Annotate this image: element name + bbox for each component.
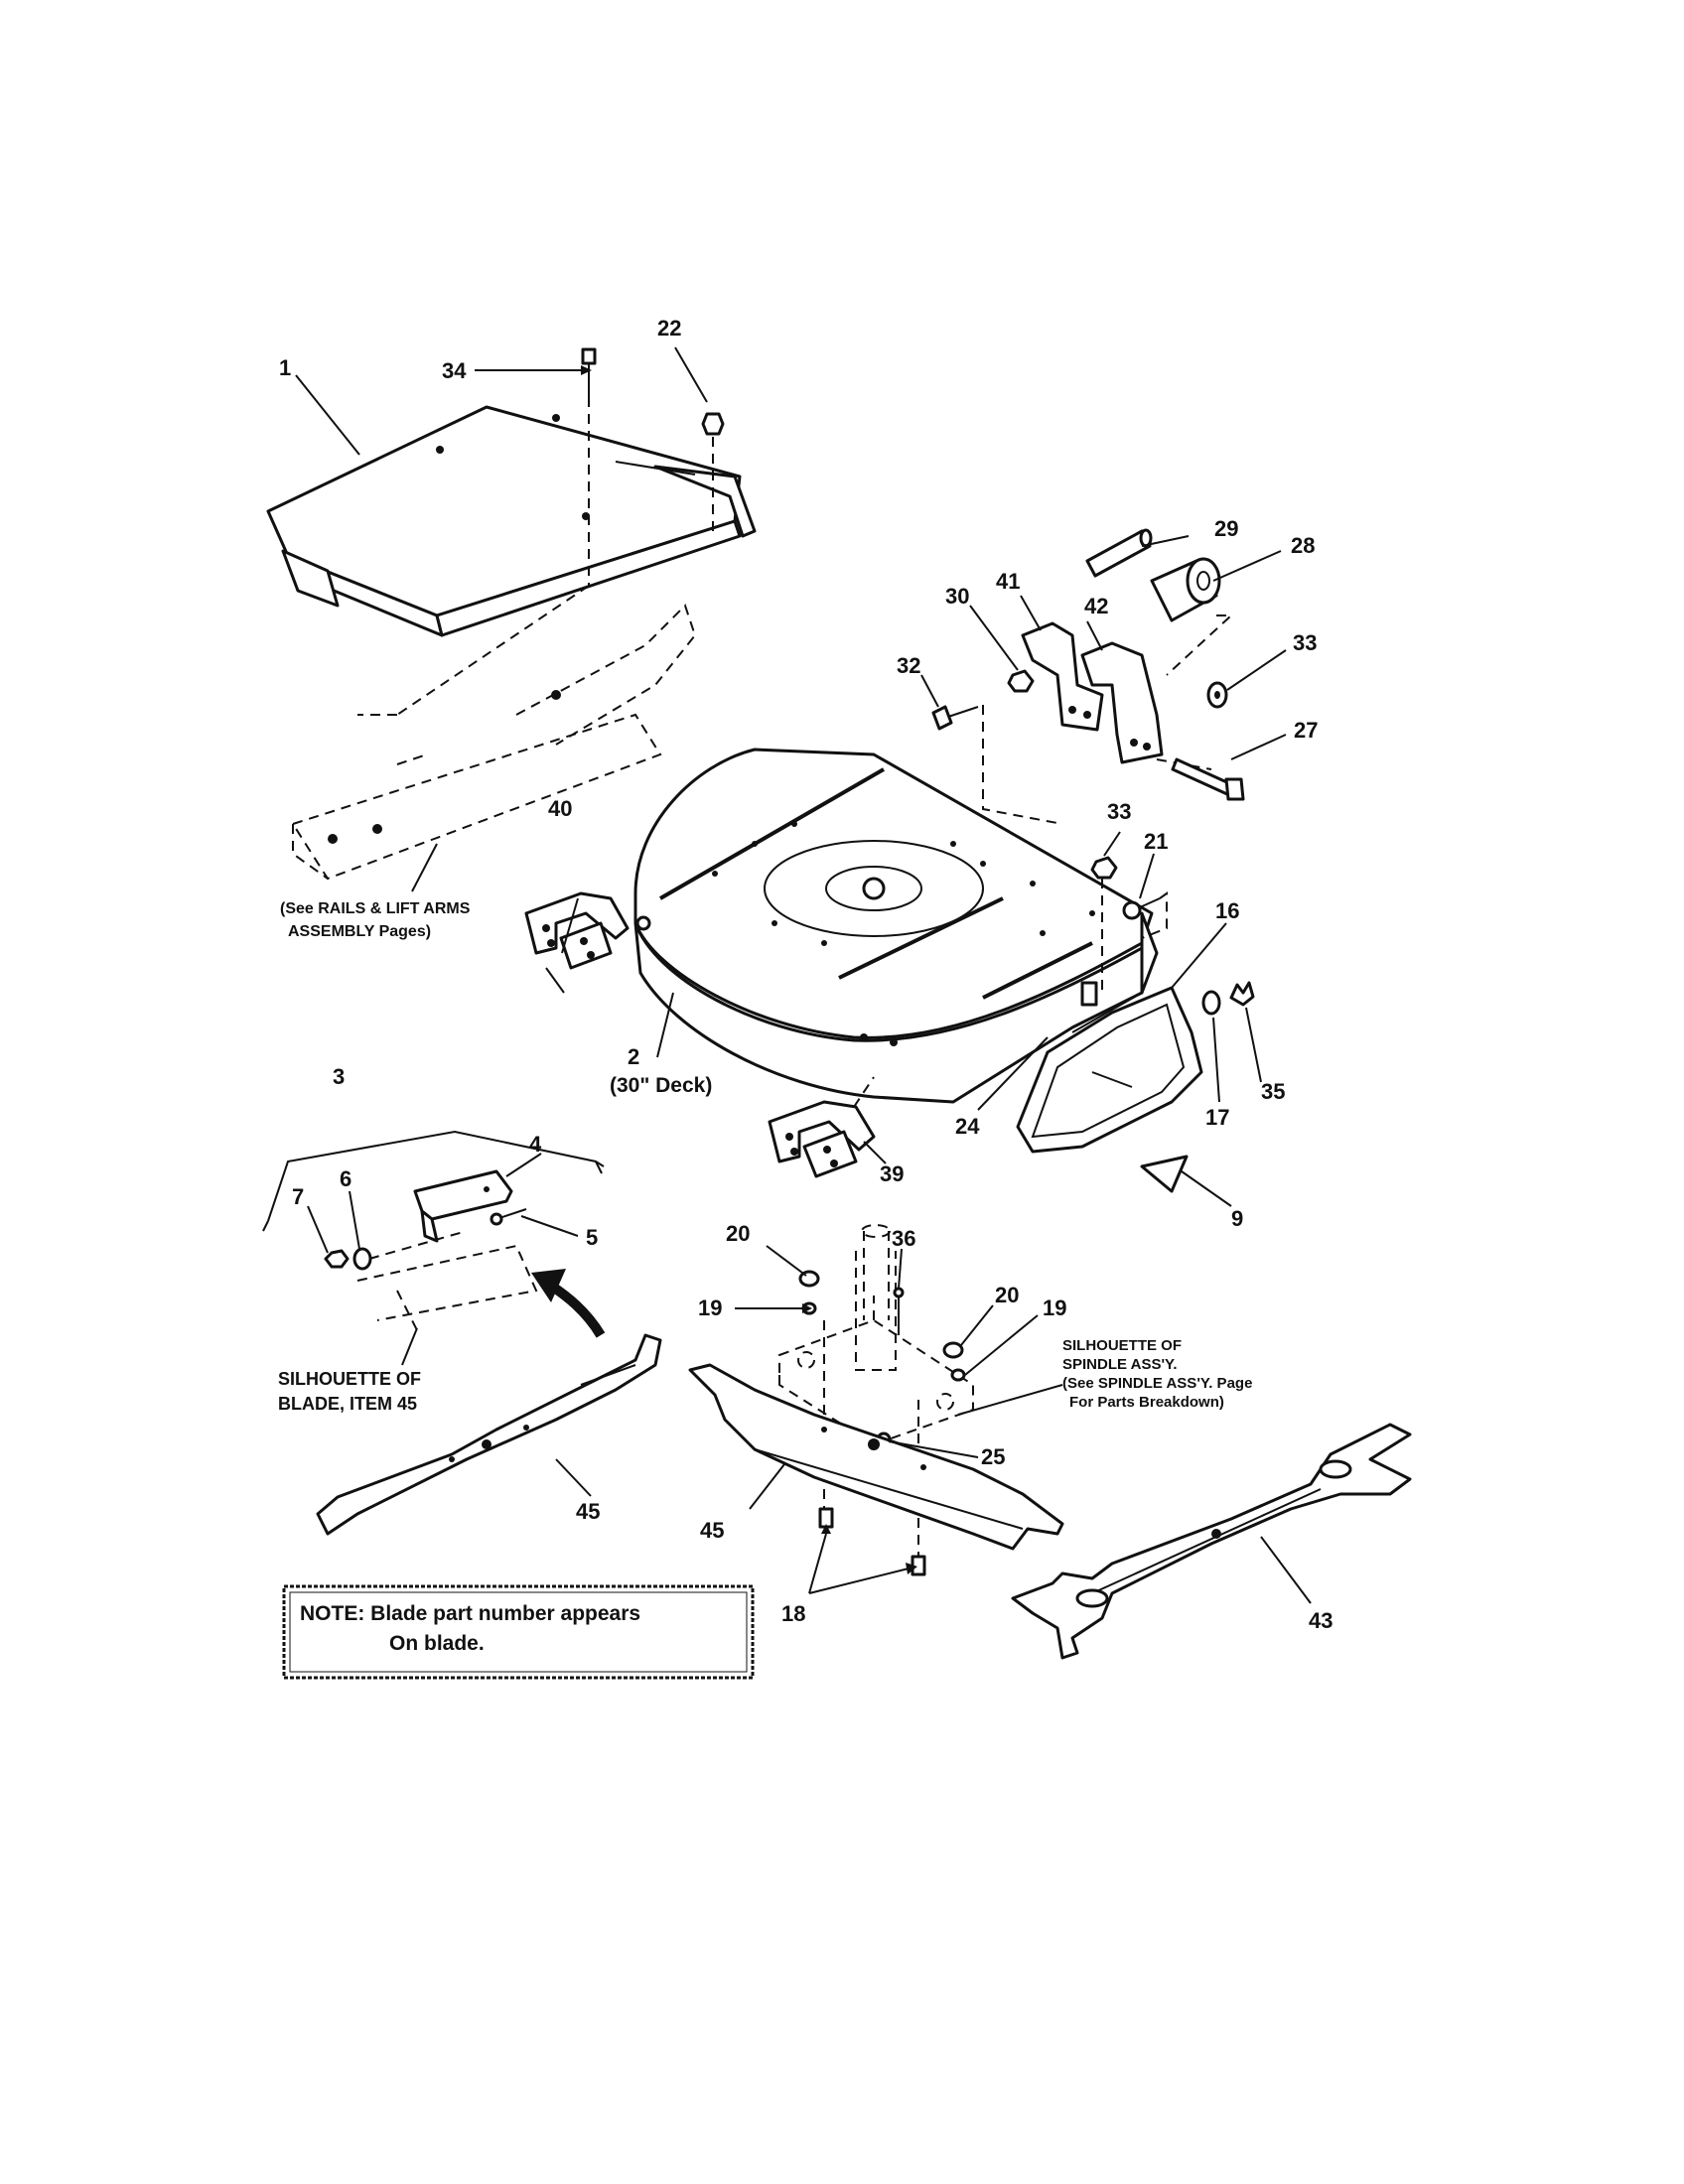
blade-45-silhouette bbox=[316, 1333, 662, 1536]
washer-6 bbox=[352, 1247, 372, 1271]
spindle-silhouette-line4: For Parts Breakdown) bbox=[1069, 1394, 1224, 1411]
blade-silhouette-line2: BLADE, ITEM 45 bbox=[278, 1394, 417, 1414]
callout-19-right: 19 bbox=[1043, 1296, 1066, 1320]
bolt-27 bbox=[1171, 757, 1245, 801]
blade-note-box: NOTE: Blade part number appears On blade… bbox=[282, 1584, 755, 1680]
mower-deck-housing bbox=[633, 748, 1159, 1104]
leader-lines bbox=[295, 346, 1312, 1604]
callout-27: 27 bbox=[1294, 718, 1318, 743]
deck-cover-plate bbox=[266, 405, 757, 637]
callout-39: 39 bbox=[880, 1161, 904, 1186]
callout-5: 5 bbox=[586, 1225, 598, 1250]
bracket-40 bbox=[524, 891, 630, 970]
callout-6: 6 bbox=[340, 1166, 351, 1191]
callout-4: 4 bbox=[529, 1132, 542, 1157]
bolt-21 bbox=[1122, 897, 1161, 920]
bracket-41 bbox=[1021, 621, 1104, 732]
callout-33-upper: 33 bbox=[1293, 630, 1317, 655]
callout-19-left: 19 bbox=[698, 1296, 722, 1320]
callout-29: 29 bbox=[1214, 516, 1238, 541]
callout-24: 24 bbox=[955, 1114, 980, 1139]
callout-35: 35 bbox=[1261, 1079, 1285, 1104]
note-line2: On blade. bbox=[389, 1632, 485, 1655]
washer-33-upper bbox=[1206, 681, 1228, 709]
note-line1: NOTE: Blade part number appears bbox=[300, 1602, 640, 1625]
nut-30 bbox=[1007, 669, 1035, 693]
callout-25: 25 bbox=[981, 1444, 1005, 1469]
callout-3: 3 bbox=[333, 1064, 345, 1089]
nut-7 bbox=[324, 1249, 350, 1269]
callout-22: 22 bbox=[657, 316, 681, 341]
washer-19-right bbox=[950, 1368, 966, 1382]
discharge-chute-16 bbox=[1016, 986, 1203, 1154]
spindle-silhouette-line1: SILHOUETTE OF bbox=[1062, 1337, 1182, 1354]
callout-28: 28 bbox=[1291, 533, 1315, 558]
callout-20-right: 20 bbox=[995, 1283, 1019, 1307]
stiffener-4 bbox=[413, 1169, 513, 1243]
callout-33-lower: 33 bbox=[1107, 799, 1131, 824]
deflector-9 bbox=[1140, 1155, 1189, 1193]
callout-45-center: 45 bbox=[700, 1518, 724, 1543]
callout-9: 9 bbox=[1231, 1206, 1243, 1231]
blade-45 bbox=[688, 1363, 1064, 1551]
callout-43: 43 bbox=[1309, 1608, 1333, 1633]
bracket-39 bbox=[768, 1100, 876, 1178]
blade-adapter-group-3 bbox=[262, 1130, 605, 1232]
callout-numbers: 1 34 22 29 28 41 30 42 33 32 27 40 33 21… bbox=[279, 316, 1333, 1633]
callout-42: 42 bbox=[1084, 594, 1108, 618]
callout-36: 36 bbox=[892, 1226, 915, 1251]
rails-note-line2: ASSEMBLY Pages) bbox=[288, 923, 431, 940]
rails-note-line1: (See RAILS & LIFT ARMS bbox=[280, 900, 471, 917]
callout-18: 18 bbox=[781, 1601, 805, 1626]
callout-17: 17 bbox=[1205, 1105, 1229, 1130]
bolt-36 bbox=[893, 1287, 905, 1335]
callout-41: 41 bbox=[996, 569, 1020, 594]
callout-20-left: 20 bbox=[726, 1221, 750, 1246]
callout-34: 34 bbox=[442, 358, 467, 383]
callout-16: 16 bbox=[1215, 898, 1239, 923]
text-labels: (30" Deck) (See RAILS & LIFT ARMS ASSEMB… bbox=[278, 900, 1252, 1414]
bolt-5 bbox=[490, 1208, 527, 1226]
callout-21: 21 bbox=[1144, 829, 1168, 854]
callout-7: 7 bbox=[292, 1184, 304, 1209]
nut-22 bbox=[701, 412, 725, 436]
callout-2: 2 bbox=[628, 1044, 639, 1069]
nut-33-lower bbox=[1090, 856, 1118, 880]
callout-30: 30 bbox=[945, 584, 969, 609]
deck-size-label: (30" Deck) bbox=[610, 1074, 712, 1097]
callout-32: 32 bbox=[897, 653, 920, 678]
hinge-rod-24 bbox=[1071, 981, 1143, 1033]
roller-axle-29 bbox=[1085, 528, 1153, 578]
callout-40: 40 bbox=[548, 796, 572, 821]
washer-20-right bbox=[942, 1341, 964, 1359]
spindle-silhouette-line2: SPINDLE ASS'Y. bbox=[1062, 1356, 1178, 1373]
blade-43 bbox=[1011, 1423, 1412, 1660]
bracket-42 bbox=[1080, 641, 1164, 764]
curved-arrow bbox=[531, 1269, 606, 1338]
spring-cap-17 bbox=[1201, 990, 1221, 1016]
blade-silhouette-line1: SILHOUETTE OF bbox=[278, 1369, 421, 1389]
callout-45-left: 45 bbox=[576, 1499, 600, 1524]
callout-1: 1 bbox=[279, 355, 291, 380]
bolt-32 bbox=[931, 705, 979, 731]
spindle-silhouette-line3: (See SPINDLE ASS'Y. Page bbox=[1062, 1375, 1252, 1392]
rails-silhouette bbox=[291, 604, 697, 881]
roller-28 bbox=[1150, 557, 1221, 622]
wing-nut-35 bbox=[1229, 981, 1255, 1007]
bolt-34 bbox=[581, 347, 597, 397]
